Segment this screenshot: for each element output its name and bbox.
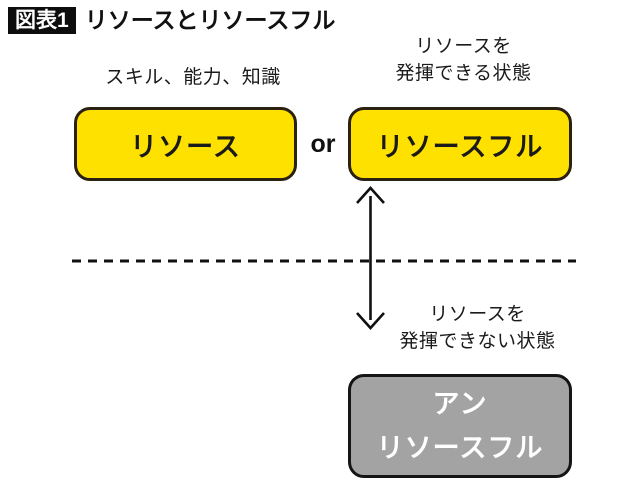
caption-unresourceful-state: リソースを 発揮できない状態 bbox=[380, 301, 575, 355]
caption-unresourceful-state-line2: 発揮できない状態 bbox=[399, 331, 556, 352]
page-title: 図表1 リソースとリソースフル bbox=[8, 5, 335, 36]
box-resource: リソース bbox=[74, 107, 297, 181]
box-resourceful-label: リソースフル bbox=[376, 131, 544, 162]
caption-resourceful-state-line2: 発揮できる状態 bbox=[395, 63, 532, 84]
box-unresourceful-label-line1: アン bbox=[432, 389, 488, 419]
box-unresourceful: アン リソースフル bbox=[348, 374, 572, 478]
box-resource-label: リソース bbox=[130, 131, 241, 162]
caption-skill: スキル、能力、知識 bbox=[105, 67, 281, 88]
arrow-up-icon bbox=[356, 186, 385, 204]
caption-resourceful-state-line1: リソースを bbox=[415, 36, 512, 57]
caption-resourceful-state: リソースを 発揮できる状態 bbox=[366, 33, 561, 87]
caption-unresourceful-state-line1: リソースを bbox=[429, 304, 526, 325]
box-resourceful: リソースフル bbox=[348, 107, 572, 181]
figure-number-badge: 図表1 bbox=[8, 7, 76, 34]
box-unresourceful-label-line2: リソースフル bbox=[376, 433, 544, 463]
figure-title-text: リソースとリソースフル bbox=[84, 7, 336, 33]
or-connector-label: or bbox=[310, 130, 336, 158]
